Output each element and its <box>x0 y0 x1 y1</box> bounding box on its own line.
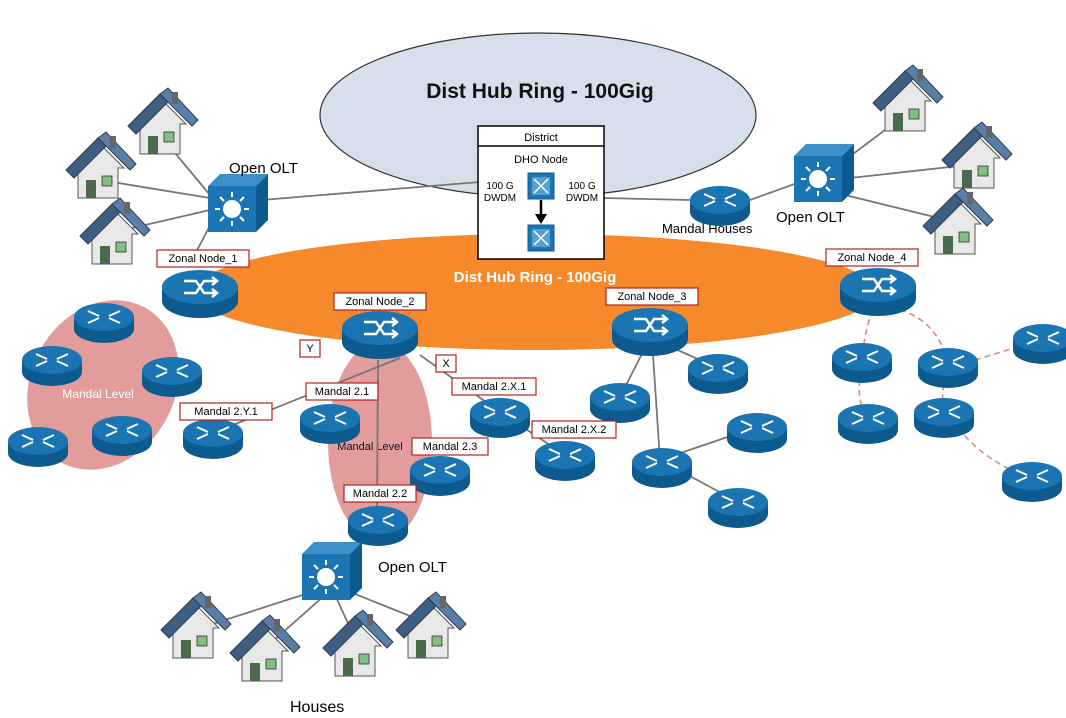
house-icon <box>127 87 199 155</box>
mandal-2-x-1-label: Mandal 2.X.1 <box>451 377 537 396</box>
dwdm-left-line1: 100 G <box>486 181 513 192</box>
router-icon <box>837 403 899 445</box>
router-icon <box>347 505 409 547</box>
router-icon <box>91 415 153 457</box>
house-icon <box>395 591 467 659</box>
zonal-node-3-label: Zonal Node_3 <box>605 287 699 306</box>
mandal-level-center-label: Mandal Level <box>337 441 402 453</box>
router-icon <box>726 412 788 454</box>
house-icon <box>872 64 944 132</box>
zonal-node-4-switch-icon <box>838 266 918 318</box>
olt-right-label: Open OLT <box>776 209 845 226</box>
mandal-2-2-label: Mandal 2.2 <box>343 484 417 503</box>
router-icon <box>534 440 596 482</box>
mandal-2-1-label: Mandal 2.1 <box>305 382 379 401</box>
house-icon <box>322 609 394 677</box>
zonal-node-1-switch-icon <box>160 268 240 320</box>
mandal-level-left-label: Mandal Level <box>62 387 133 401</box>
dashed-links <box>858 299 1041 479</box>
y-label: Y <box>299 339 321 358</box>
router-icon <box>707 487 769 529</box>
mandal-2-1-text: Mandal 2.1 <box>315 386 369 398</box>
mandal-2-x-2-text: Mandal 2.X.2 <box>542 424 607 436</box>
dho-node-label: DHO Node <box>514 154 568 166</box>
router-icon <box>831 342 893 384</box>
dwdm-icon <box>527 172 555 200</box>
mandal-2-3-text: Mandal 2.3 <box>423 441 477 453</box>
mandal-2-2-text: Mandal 2.2 <box>353 488 407 500</box>
zonal-node-2-label: Zonal Node_2 <box>333 292 427 311</box>
router-icon <box>299 403 361 445</box>
mandal-2-x-1-text: Mandal 2.X.1 <box>462 381 527 393</box>
router-icon <box>631 447 693 489</box>
zonal-node-1-text: Zonal Node_1 <box>168 253 237 265</box>
router-icon <box>589 382 651 424</box>
district-header: District <box>524 132 558 144</box>
mandal-2-3-label: Mandal 2.3 <box>411 437 489 456</box>
zonal-node-2-text: Zonal Node_2 <box>345 296 414 308</box>
dwdm-icon <box>527 224 555 252</box>
upper-ring-title: Dist Hub Ring - 100Gig <box>426 80 654 103</box>
mandal-2-x-2-label: Mandal 2.X.2 <box>531 420 617 439</box>
dwdm-right-line2: DWDM <box>566 193 598 204</box>
router-icon <box>917 347 979 389</box>
olt-icon <box>301 541 363 601</box>
olt-bottom-label: Open OLT <box>378 559 447 576</box>
lower-ring-title: Dist Hub Ring - 100Gig <box>454 269 617 286</box>
router-icon <box>182 418 244 460</box>
router-icon <box>409 455 471 497</box>
x-text: X <box>442 358 450 370</box>
olt-left-label: Open OLT <box>229 160 298 177</box>
router-icon <box>687 353 749 395</box>
olt-icon <box>793 143 855 203</box>
house-icon <box>922 187 994 255</box>
node-labels: Zonal Node_1 Zonal Node_2 Zonal Node_3 Z… <box>156 248 919 503</box>
zonal-node-3-switch-icon <box>610 306 690 358</box>
router-icon <box>73 302 135 344</box>
zonal-node-3-text: Zonal Node_3 <box>617 291 686 303</box>
district-box: District DHO Node 100 G DWDM 100 G DWDM <box>477 125 605 260</box>
router-icon <box>1001 461 1063 503</box>
router-icon <box>7 426 69 468</box>
house-icon <box>65 131 137 199</box>
y-text: Y <box>306 343 314 355</box>
zonal-node-2-switch-icon <box>340 309 420 361</box>
router-icon <box>913 397 975 439</box>
router-icon <box>689 185 751 227</box>
olt-icon <box>207 173 269 233</box>
houses-label: Houses <box>290 699 344 716</box>
mandal-2-y-1-text: Mandal 2.Y.1 <box>194 406 257 418</box>
x-label: X <box>435 354 457 373</box>
dwdm-left-line2: DWDM <box>484 193 516 204</box>
mandal-2-y-1-label: Mandal 2.Y.1 <box>179 402 273 421</box>
zonal-node-1-label: Zonal Node_1 <box>156 249 250 268</box>
house-icon <box>160 591 232 659</box>
house-icon <box>79 197 151 265</box>
house-icon <box>941 121 1013 189</box>
router-icon <box>469 397 531 439</box>
router-icon <box>141 356 203 398</box>
house-icon <box>229 614 301 682</box>
router-icon <box>1012 323 1066 365</box>
dwdm-right-line1: 100 G <box>568 181 595 192</box>
zonal-node-4-text: Zonal Node_4 <box>837 252 906 264</box>
zonal-node-4-label: Zonal Node_4 <box>825 248 919 267</box>
router-icon <box>21 345 83 387</box>
